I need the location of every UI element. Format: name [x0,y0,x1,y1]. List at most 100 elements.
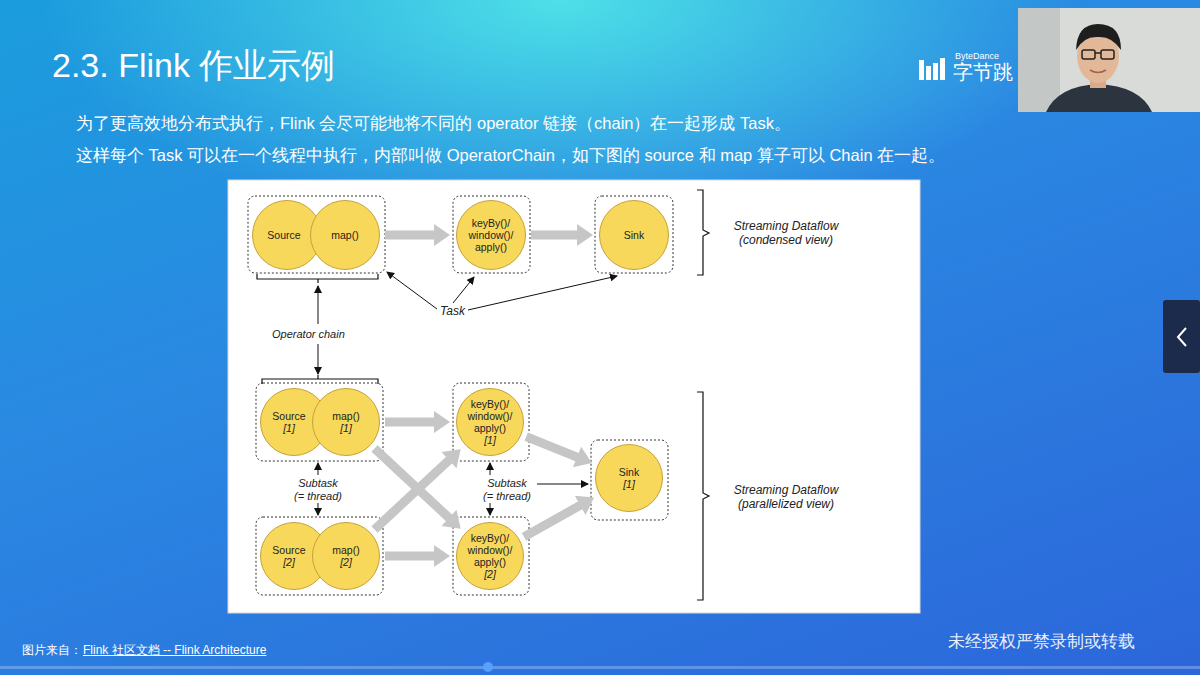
watermark: 未经授权严禁录制或转载 [948,632,1135,652]
logo-bar [940,58,945,80]
operator-name: map() [332,410,359,422]
operator-circle: Sink[1] [595,444,663,512]
subtask-index: [1] [272,422,305,434]
webcam-video [1018,8,1200,112]
operator-circle: keyBy()/ window()/ apply()[1] [456,388,524,456]
logo-bar [933,63,938,80]
leader-line [318,503,319,515]
operator-name: Source [267,229,300,241]
dataflow-arrow [385,224,450,246]
glasses-lens [1101,50,1114,59]
source-note: 图片来自： [22,643,82,658]
operator-text: keyBy()/ window()/ apply()[2] [462,532,518,580]
figure-panel [228,180,920,613]
webcam-frame [1018,8,1200,112]
callout-label: Operator chain [272,328,345,341]
operator-circle: map()[1] [312,388,380,456]
leader-line [318,463,319,475]
view-braces [697,190,709,600]
operator-name: Source [272,410,305,422]
dataflow-arrow [524,496,594,537]
logo-text: ByteDance [955,51,999,61]
operator-text: Source[1] [272,410,305,434]
dataflow-arrow [526,437,592,468]
arrow-shaft [526,437,579,458]
operator-text: map()[2] [332,544,359,568]
task-outline [453,196,530,273]
source-link: Flink 社区文档 -- Flink Architecture [83,643,266,658]
operator-circle: Sink [599,200,669,270]
callout-label: Subtask (= thread) [481,477,533,503]
arrow-head [442,449,461,468]
person-glasses [1082,50,1114,59]
operator-text: Sink[1] [619,466,639,490]
leader-line [453,277,474,303]
operator-text: map()[1] [332,410,359,434]
dataflow-arrow [531,224,593,246]
slide-title: 2.3. Flink 作业示例 [52,44,335,86]
person-mouth [1090,70,1106,73]
dataflow-arrow [375,449,461,529]
operator-circle: keyBy()/ window()/ apply()[2] [456,522,524,590]
brace [697,392,709,600]
dataflow-arrow [385,411,450,433]
arrow-head [577,224,593,246]
logo-icon [919,58,945,80]
progress-bar [0,666,1200,669]
side-tab [1163,300,1200,373]
subtask-outline [256,517,383,595]
subtask-outline [256,383,383,461]
operator-text: keyBy()/ window()/ apply() [463,217,519,253]
intro-text: 这样每个 Task 可以在一个线程中执行，内部叫做 OperatorChain，… [76,145,945,165]
arrow-shaft [524,504,582,536]
bracket [262,375,378,384]
subtask-index: [1] [619,478,639,490]
arrow-head [434,224,450,246]
operator-name: map() [332,544,359,556]
chevron-icon [1178,328,1186,346]
leader-line [537,484,588,485]
view-label: Streaming Dataflow (parallelized view) [729,483,843,511]
progress-dot [483,662,493,672]
brace [697,190,709,275]
operator-name: map() [331,229,358,241]
leader-line [387,272,437,309]
arrow-head [434,545,450,567]
leader-line [468,276,617,310]
arrow-shaft [385,231,436,240]
arrow-head [573,447,592,467]
bracket [257,274,378,283]
task-outline [595,196,673,273]
logo-text: 字节跳 [953,60,1013,84]
glasses-bridge [1095,52,1101,54]
operator-circle: keyBy()/ window()/ apply() [456,200,526,270]
operator-name: Sink [619,466,639,478]
arrow-shaft [385,418,436,427]
arrow-shaft [375,459,451,530]
arrow-head [442,510,461,529]
leader-line [490,463,491,475]
subtask-index: [2] [462,568,518,580]
callout-label: Subtask (= thread) [292,477,344,503]
chain-brackets [257,274,378,384]
operator-circle: map()[2] [312,522,380,590]
webcam-wall [1018,8,1060,112]
operator-name: Sink [624,229,644,241]
operator-text: keyBy()/ window()/ apply()[1] [462,398,518,446]
operator-text: Source [267,229,300,241]
subtask-outline [591,440,668,520]
arrow-shaft [531,231,579,240]
task-outline [248,196,385,273]
arrow-head [575,496,594,515]
arrow-head [434,411,450,433]
operator-name: keyBy()/ window()/ apply() [462,532,518,568]
arrow-shaft [375,449,451,520]
leader-line [490,503,491,515]
operator-circle: map() [310,200,380,270]
glasses-lens [1082,50,1095,59]
operator-name: keyBy()/ window()/ apply() [463,217,519,253]
logo-bar [919,60,924,80]
subtask-outline [453,517,529,595]
